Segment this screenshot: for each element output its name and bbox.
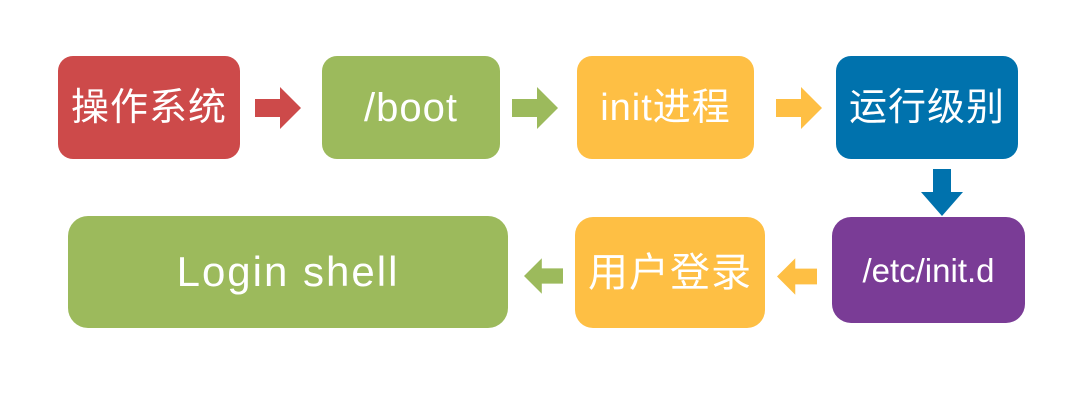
flow-node-etc-initd: /etc/init.d bbox=[832, 217, 1025, 323]
flow-node-os: 操作系统 bbox=[58, 56, 240, 159]
flow-node-run-level: 运行级别 bbox=[836, 56, 1018, 159]
flow-node-init-process: init进程 bbox=[577, 56, 754, 159]
arrow-left-icon bbox=[777, 258, 817, 295]
arrow-left-icon bbox=[524, 258, 563, 294]
flow-node-boot: /boot bbox=[322, 56, 500, 159]
arrow-right-icon bbox=[512, 87, 558, 129]
flow-node-login-shell: Login shell bbox=[68, 216, 508, 328]
arrow-down-icon bbox=[921, 169, 963, 216]
arrow-right-icon bbox=[255, 87, 301, 129]
flow-node-user-login: 用户登录 bbox=[575, 217, 765, 328]
arrow-right-icon bbox=[776, 87, 822, 129]
